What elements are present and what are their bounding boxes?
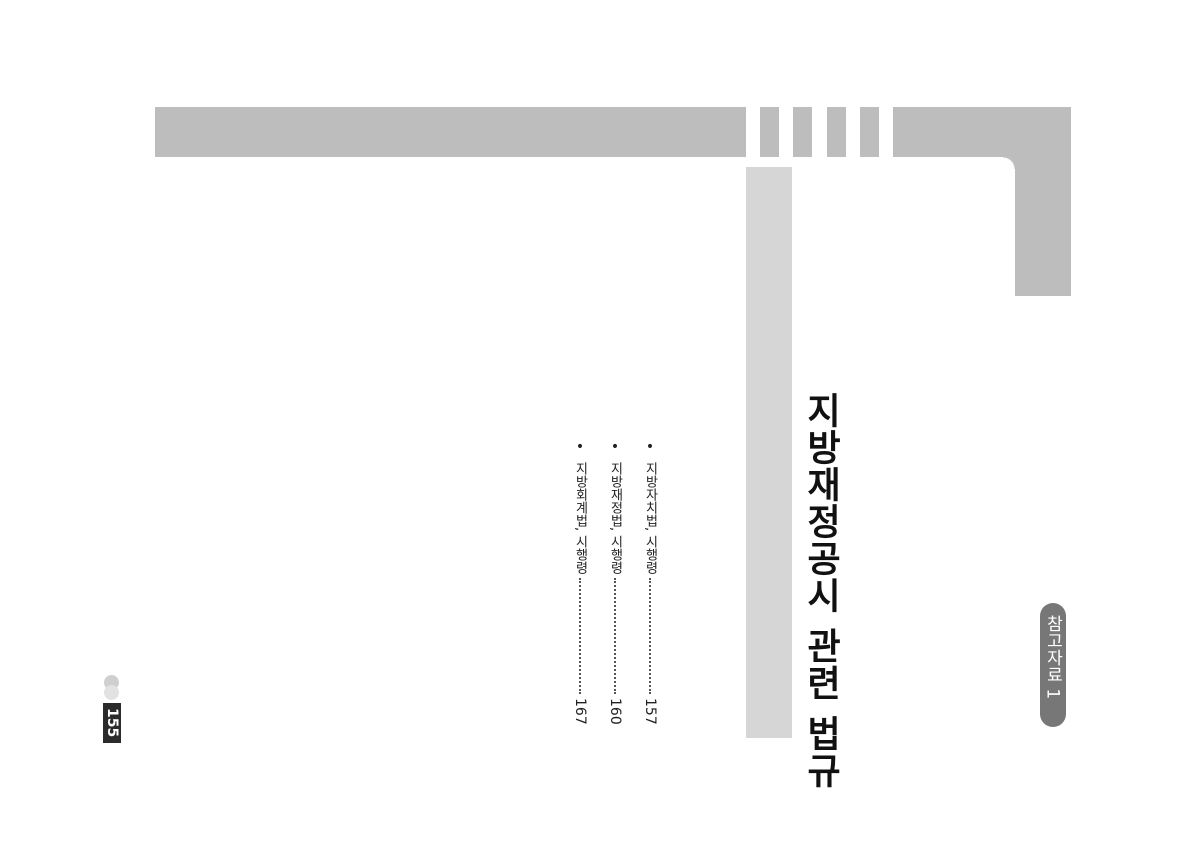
title-sidebar-bar [746, 167, 792, 738]
toc-leader-dots [614, 578, 616, 695]
header-stripe [793, 107, 812, 157]
header-stripe [860, 107, 879, 157]
corner-block-fillet [1003, 157, 1015, 169]
decor-circle-icon [104, 685, 119, 700]
header-stripe [827, 107, 846, 157]
appendix-tab-label: 참고자료 1 [1042, 615, 1063, 700]
page-title: 지방재정공시 관련 법규 [800, 392, 841, 790]
toc-label: 지방자치법, 시행령 [642, 462, 658, 575]
toc-item[interactable]: • 지방재정법, 시행령 160 [605, 440, 625, 725]
toc-page: 167 [572, 698, 588, 725]
toc-item[interactable]: • 지방자치법, 시행령 157 [640, 440, 660, 725]
header-bar [155, 107, 746, 157]
bullet-icon: • [645, 439, 655, 455]
bullet-icon: • [610, 439, 620, 455]
toc-item[interactable]: • 지방회계법, 시행령 167 [570, 440, 590, 725]
toc-label: 지방재정법, 시행령 [607, 462, 623, 575]
header-stripe [760, 107, 779, 157]
corner-block-side [1015, 157, 1071, 296]
appendix-tab: 참고자료 1 [1040, 603, 1066, 727]
bullet-icon: • [575, 439, 585, 455]
toc-page: 157 [642, 698, 658, 725]
corner-block-top [893, 107, 1071, 157]
toc-leader-dots [649, 578, 651, 695]
page-number: 155 [104, 708, 120, 738]
toc-page: 160 [607, 698, 623, 725]
page-number-badge: 155 [103, 703, 121, 743]
toc-label: 지방회계법, 시행령 [572, 462, 588, 575]
toc-leader-dots [579, 578, 581, 695]
